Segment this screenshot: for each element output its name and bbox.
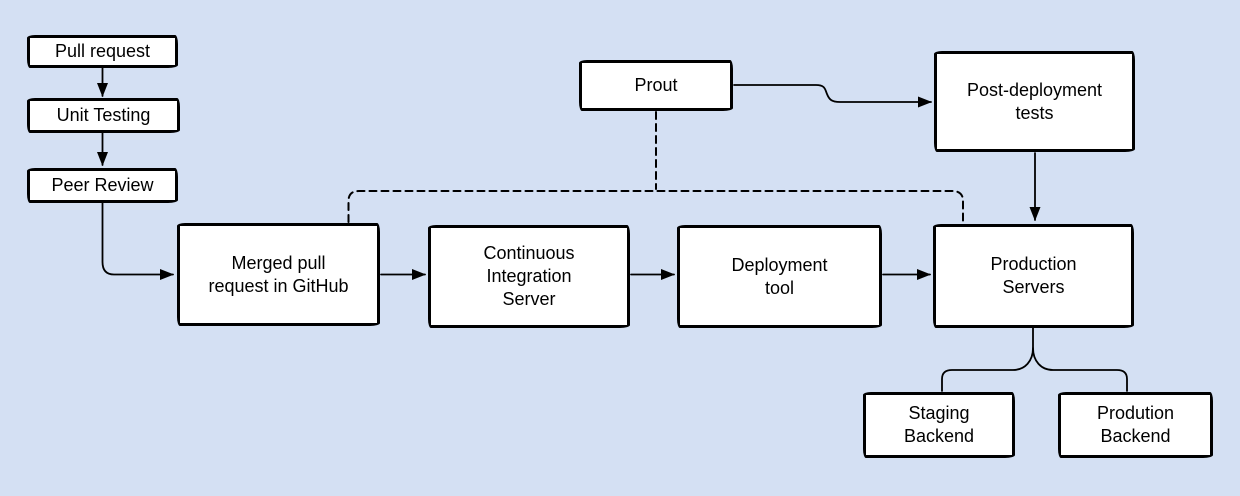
- node-production-servers-label: Production Servers: [990, 254, 1077, 297]
- node-staging-backend[interactable]: Staging Backend: [863, 392, 1015, 458]
- node-continuous-integration-server[interactable]: Continuous Integration Server: [428, 225, 630, 328]
- node-unit-testing[interactable]: Unit Testing: [27, 98, 180, 133]
- node-prodution-backend-label: Prodution Backend: [1096, 403, 1175, 446]
- edge-prout-dashed-to-merged-and-production: [347, 190, 964, 224]
- node-prout-label: Prout: [634, 75, 678, 95]
- node-peer-review-label: Peer Review: [51, 175, 154, 195]
- node-pull-request-label: Pull request: [54, 41, 151, 61]
- node-prout[interactable]: Prout: [579, 60, 733, 111]
- node-peer-review[interactable]: Peer Review: [27, 168, 178, 203]
- edge-peer-review-to-merged-pull-request: [101, 202, 174, 280]
- node-deployment-tool-label: Deployment tool: [731, 254, 828, 298]
- edge-prout-to-post-deployment-tests: [733, 84, 932, 108]
- node-staging-backend-label: Staging Backend: [903, 403, 975, 446]
- node-post-deployment-tests[interactable]: Post-deployment tests: [934, 51, 1135, 152]
- node-merged-pull-request-label: Merged pull request in GitHub: [208, 252, 349, 296]
- node-continuous-integration-server-label: Continuous Integration Server: [483, 243, 575, 309]
- node-merged-pull-request[interactable]: Merged pull request in GitHub: [177, 223, 380, 326]
- node-deployment-tool[interactable]: Deployment tool: [677, 225, 882, 328]
- edge-production-servers-to-prodution-backend: [1032, 347, 1128, 392]
- node-pull-request[interactable]: Pull request: [27, 35, 178, 68]
- node-prodution-backend[interactable]: Prodution Backend: [1058, 392, 1213, 458]
- node-production-servers[interactable]: Production Servers: [933, 224, 1134, 328]
- node-post-deployment-tests-label: Post-deployment tests: [966, 79, 1103, 123]
- node-unit-testing-label: Unit Testing: [56, 105, 151, 125]
- edge-production-servers-to-staging-backend: [941, 327, 1034, 392]
